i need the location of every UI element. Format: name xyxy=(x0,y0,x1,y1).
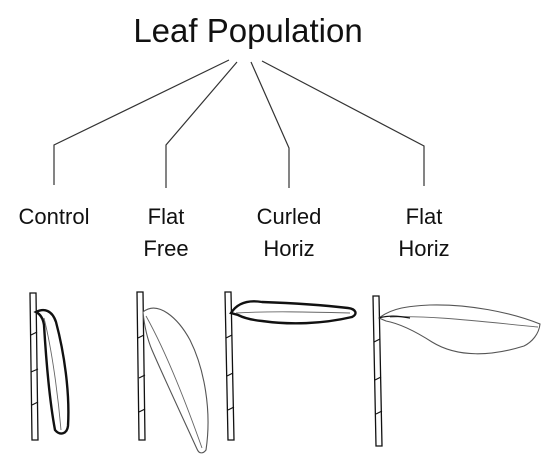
stem xyxy=(30,293,38,440)
leaf-flat-horizontal xyxy=(379,305,540,354)
label-flat-free-line2: Free xyxy=(143,236,188,261)
label-curled-horiz-line1: Curled xyxy=(257,204,322,229)
branch-flat-free xyxy=(166,62,237,188)
leaf-hanging-diagonal xyxy=(143,308,208,453)
label-flat-horiz-line1: Flat xyxy=(406,204,443,229)
plant-flat-free xyxy=(137,292,208,453)
branch-control xyxy=(54,60,229,185)
label-control: Control xyxy=(19,204,90,229)
plant-control xyxy=(30,293,68,440)
plant-curled-horiz xyxy=(225,292,355,440)
diagram-title: Leaf Population xyxy=(133,12,362,49)
branch-curled-horiz xyxy=(251,62,289,188)
label-flat-free-line1: Flat xyxy=(148,204,185,229)
branch-lines xyxy=(54,60,424,188)
label-flat-horiz-line2: Horiz xyxy=(398,236,449,261)
category-labels: Control Flat Free Curled Horiz Flat Hori… xyxy=(19,204,450,261)
branch-flat-horiz xyxy=(262,61,424,186)
leaf-hanging xyxy=(36,310,68,433)
plant-flat-horiz xyxy=(373,296,540,446)
label-curled-horiz-line2: Horiz xyxy=(263,236,314,261)
